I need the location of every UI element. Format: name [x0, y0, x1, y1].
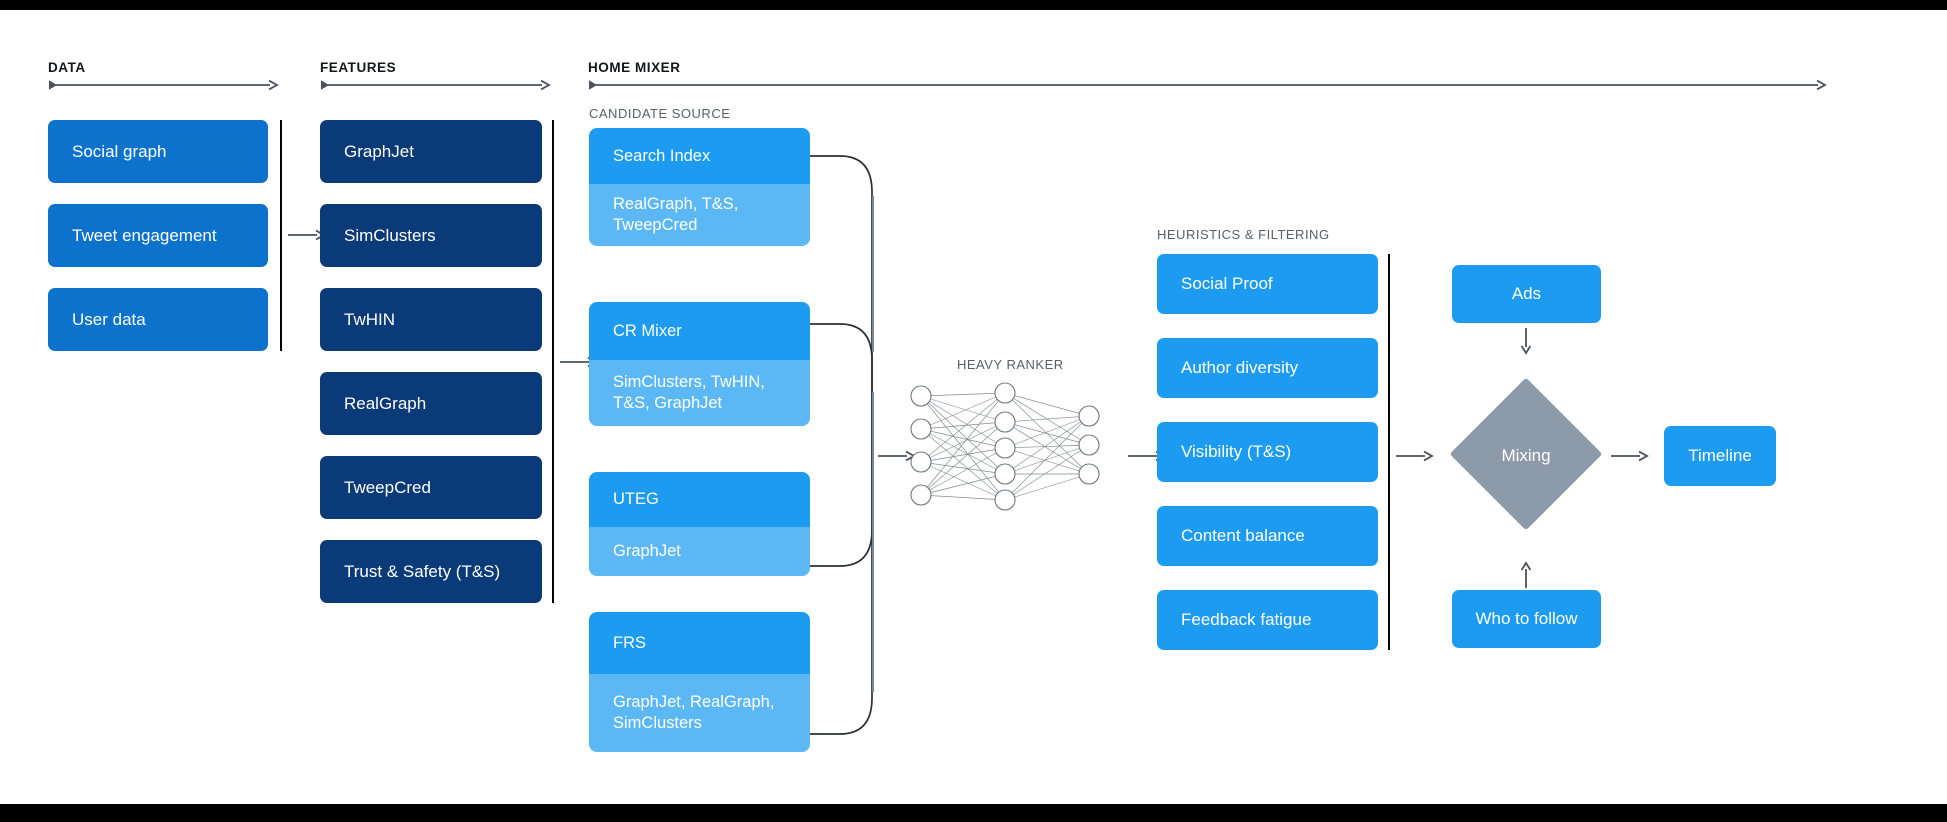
separator-data-features: [280, 120, 282, 351]
candidate-source-title: UTEG: [589, 472, 810, 527]
section-label-home-mixer: HOME MIXER: [588, 60, 681, 75]
heuristic-card-feedback-fatigue[interactable]: Feedback fatigue: [1157, 590, 1378, 650]
candidate-source-features: GraphJet, RealGraph, SimClusters: [589, 674, 810, 752]
data-card-tweet-engagement[interactable]: Tweet engagement: [48, 204, 268, 267]
section-label-features: FEATURES: [320, 60, 397, 75]
heuristic-card-social-proof[interactable]: Social Proof: [1157, 254, 1378, 314]
feature-card-realgraph[interactable]: RealGraph: [320, 372, 542, 435]
arrow-ads-to-mixing: [1519, 328, 1533, 355]
separator-candidates-ranker-lower: [872, 392, 874, 692]
arrow-heuristics-to-mixing: [1396, 449, 1434, 463]
mixing-input-ads[interactable]: Ads: [1452, 265, 1601, 323]
arrow-who-to-follow-to-mixing: [1519, 561, 1533, 588]
feature-card-trust-safety[interactable]: Trust & Safety (T&S): [320, 540, 542, 603]
letterbox-top: [0, 0, 1947, 10]
mixing-node-label: Mixing: [1501, 446, 1551, 465]
feature-card-simclusters[interactable]: SimClusters: [320, 204, 542, 267]
candidate-source-title: CR Mixer: [589, 302, 810, 360]
candidate-source-title: FRS: [589, 612, 810, 674]
features-header-arrow: [320, 78, 552, 91]
candidate-source-uteg[interactable]: UTEG GraphJet: [589, 472, 810, 576]
data-header-arrow: [48, 78, 280, 91]
separator-candidates-ranker-upper: [872, 196, 874, 352]
candidate-source-frs[interactable]: FRS GraphJet, RealGraph, SimClusters: [589, 612, 810, 752]
mixing-input-who-to-follow[interactable]: Who to follow: [1452, 590, 1601, 648]
candidate-source-features: RealGraph, T&S, TweepCred: [589, 184, 810, 246]
sublabel-candidate-source: CANDIDATE SOURCE: [589, 106, 731, 121]
candidate-source-title: Search Index: [589, 128, 810, 184]
feature-card-graphjet[interactable]: GraphJet: [320, 120, 542, 183]
sublabel-heuristics: HEURISTICS & FILTERING: [1157, 227, 1330, 242]
candidate-source-features: GraphJet: [589, 527, 810, 576]
separator-features-candidates: [552, 120, 554, 603]
candidate-source-cr-mixer[interactable]: CR Mixer SimClusters, TwHIN, T&S, GraphJ…: [589, 302, 810, 426]
feature-card-tweepcred[interactable]: TweepCred: [320, 456, 542, 519]
arrow-mixing-to-timeline: [1611, 449, 1649, 463]
heuristic-card-author-diversity[interactable]: Author diversity: [1157, 338, 1378, 398]
feature-card-twhin[interactable]: TwHIN: [320, 288, 542, 351]
candidate-source-features: SimClusters, TwHIN, T&S, GraphJet: [589, 360, 810, 426]
separator-heuristics-mixing: [1388, 254, 1390, 650]
data-card-social-graph[interactable]: Social graph: [48, 120, 268, 183]
letterbox-bottom: [0, 804, 1947, 822]
output-timeline[interactable]: Timeline: [1664, 426, 1776, 486]
section-label-data: DATA: [48, 60, 86, 75]
heavy-ranker-network: [897, 380, 1113, 511]
sublabel-heavy-ranker: HEAVY RANKER: [957, 357, 1064, 372]
home-mixer-header-arrow: [588, 78, 1828, 91]
heuristic-card-visibility[interactable]: Visibility (T&S): [1157, 422, 1378, 482]
candidate-source-search-index[interactable]: Search Index RealGraph, T&S, TweepCred: [589, 128, 810, 246]
data-card-user-data[interactable]: User data: [48, 288, 268, 351]
heuristic-card-content-balance[interactable]: Content balance: [1157, 506, 1378, 566]
